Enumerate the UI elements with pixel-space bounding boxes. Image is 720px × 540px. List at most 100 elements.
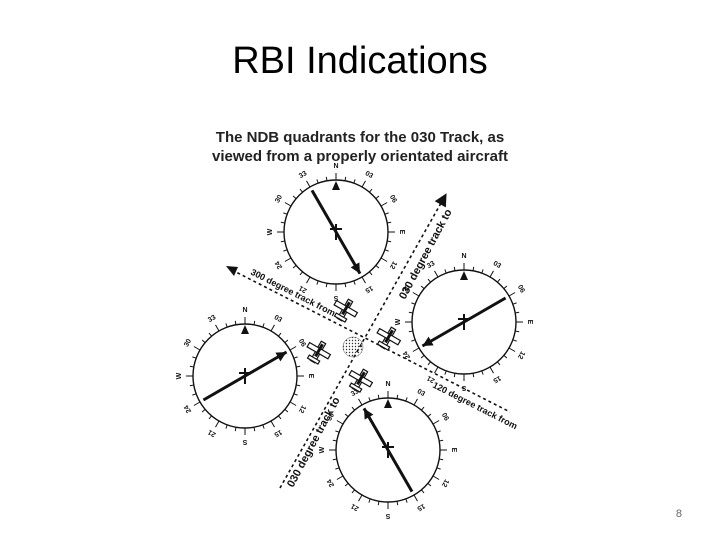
compass-tick [296,365,301,368]
compass-tick [215,324,220,332]
compass-label: E [307,374,314,379]
compass-tick [427,483,432,487]
compass-tick [280,221,285,224]
compass-tick [215,420,220,428]
compass-tick [292,265,297,269]
compass-tick [193,401,201,406]
compass-tick [284,409,289,413]
compass-tick [396,501,399,506]
compass-label: S [333,294,338,301]
compass-tick [508,347,516,352]
track-line-030 [279,193,447,489]
compass-label: E [526,320,533,325]
compass-tick [351,406,355,411]
compass-tick [201,339,206,343]
compass-tick [481,370,484,375]
compass-tick [351,489,355,494]
compass-label: E [398,230,405,235]
compass-tick [270,324,275,332]
compass-tick [358,494,363,502]
rbi-needle-head [422,336,434,346]
compass-tick [296,384,301,387]
aircraft-icon [348,368,374,393]
compass-tick [420,355,425,359]
compass-label: 03 [364,170,374,180]
compass-tick [515,330,520,333]
compass-tick [353,280,356,285]
compass-label: 33 [350,388,360,398]
compass-tick [335,430,340,433]
compass-label: 21 [350,502,360,512]
compass-tick [472,373,475,378]
compass-tick [225,323,228,328]
compass-tick [368,498,371,503]
compass-tick [411,302,416,305]
compass-tick [427,413,432,417]
compass-tick [189,384,194,387]
compass-tick [497,361,501,366]
compass-tick [436,467,441,470]
compass-tick [420,285,425,289]
compass-tick [332,458,337,461]
compass-label: 30 [274,194,284,204]
compass-label: 03 [492,260,502,270]
compass-label: 06 [297,338,307,348]
compass-tick [325,283,328,288]
diagram-caption: The NDB quadrants for the 030 Track, as … [180,128,540,166]
compass-tick [368,397,371,402]
compass-tick [332,439,337,442]
lubber-line-marker [384,399,392,408]
compass-tick [192,393,197,396]
rbi-needle-head [275,352,287,362]
compass-tick [293,356,298,359]
compass-tick [436,430,441,433]
track-label-030-to-bottom: 030 degree track to [285,395,343,489]
compass-label: 15 [492,374,502,384]
compass-tick [289,346,297,351]
aircraft-icon [333,298,359,323]
track-label-120-from: 120 degree track from [431,380,519,431]
compass-tick [353,179,356,184]
compass-label: E [450,448,457,453]
compass-tick [299,188,303,193]
compass-tick [472,266,475,271]
compass-label: 30 [326,412,336,422]
compass-tick [377,501,380,506]
aircraft-icon [376,326,402,351]
compass-tick [270,420,275,428]
caption-line-1: The NDB quadrants for the 030 Track, as [215,129,505,146]
compass-tick [508,292,516,297]
compass-tick [497,278,501,283]
compass-tick [439,458,444,461]
compass-tick [405,397,408,402]
compass-tick [336,475,344,480]
compass-tick [387,240,392,243]
compass-label: N [461,253,466,260]
compass-tick [283,212,288,215]
compass-tick [201,409,206,413]
compass-tick [439,439,444,442]
compass-tick [512,339,517,342]
compass-label: 21 [426,374,436,384]
compass-label: 24 [274,260,284,270]
lubber-line-marker [332,181,340,190]
compass-tick [453,266,456,271]
compass-tick [421,406,425,411]
compass-tick [421,489,425,494]
compass-tick [375,195,380,199]
compass-tick [503,355,508,359]
compass-label: 12 [440,478,450,488]
compass-tick [253,320,256,325]
compass-tick [434,366,439,374]
compass-tick [489,366,494,374]
compass-tick [380,202,388,207]
compass-tick [434,270,439,278]
compass-tick [208,332,212,337]
compass-tick [427,361,431,366]
compass-tick [289,401,297,406]
compass-tick [384,249,389,252]
compass-tick [413,494,418,502]
compass-tick [413,398,418,406]
